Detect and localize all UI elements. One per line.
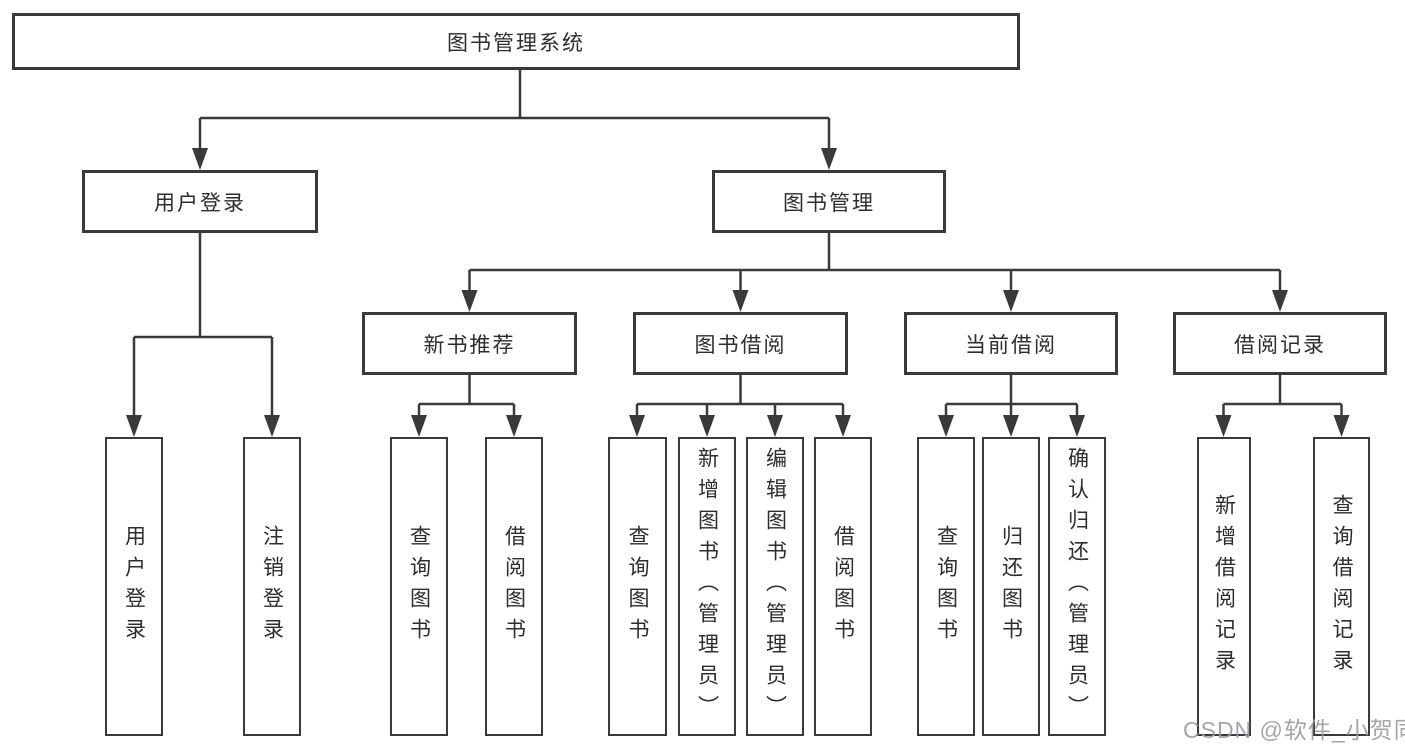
leaf-return-book-label: 归还图书 — [999, 524, 1023, 649]
leaf-query-borrow-record-label: 查询借阅记录 — [1330, 493, 1353, 680]
arrow-down-icon — [1003, 415, 1019, 437]
node-borrow-record: 借阅记录 — [1173, 312, 1387, 375]
leaf-add-borrow-record-label: 新增借阅记录 — [1212, 493, 1236, 680]
node-book-borrow: 图书借阅 — [633, 312, 848, 375]
arrow-down-icon — [767, 415, 783, 437]
node-user-login-label: 用户登录 — [154, 191, 246, 215]
connector-current-to-leaves — [944, 375, 1079, 421]
connector-bookmgmt-to-level3 — [468, 233, 1282, 296]
arrow-down-icon — [126, 415, 142, 437]
arrow-down-icon — [1069, 415, 1085, 437]
arrow-down-icon — [835, 415, 851, 437]
node-current-borrow: 当前借阅 — [904, 312, 1118, 375]
arrow-down-icon — [699, 415, 715, 437]
node-new-book-recommend: 新书推荐 — [362, 312, 577, 375]
connector-newbook-to-leaves — [417, 375, 516, 421]
leaf-query-borrow-record: 查询借阅记录 — [1313, 437, 1370, 736]
node-root: 图书管理系统 — [12, 13, 1020, 70]
leaf-edit-book-admin-label: 编辑图书（管理员） — [763, 447, 787, 726]
node-new-book-recommend-label: 新书推荐 — [423, 333, 516, 357]
leaf-query-book-borrow-label: 查询图书 — [626, 524, 649, 649]
leaf-edit-book-admin: 编辑图书（管理员） — [746, 437, 804, 736]
leaf-query-book-current: 查询图书 — [917, 437, 975, 736]
leaf-logout-label: 注销登录 — [260, 524, 284, 649]
leaf-query-book-current-label: 查询图书 — [934, 524, 958, 649]
node-current-borrow-label: 当前借阅 — [965, 333, 1057, 357]
leaf-logout: 注销登录 — [243, 437, 301, 736]
arrow-down-icon — [629, 415, 645, 437]
leaf-borrow-book-borrow: 借阅图书 — [814, 437, 872, 736]
node-book-management-label: 图书管理 — [783, 191, 875, 215]
node-root-label: 图书管理系统 — [447, 31, 585, 55]
connector-userlogin-to-leaves — [132, 233, 274, 421]
arrow-down-icon — [821, 148, 837, 170]
leaf-borrow-book-newbook: 借阅图书 — [485, 437, 543, 736]
connector-borrow-to-leaves — [635, 375, 845, 421]
arrow-down-icon — [938, 415, 954, 437]
arrow-down-icon — [192, 148, 208, 170]
leaf-add-book-admin: 新增图书（管理员） — [678, 437, 736, 736]
node-book-borrow-label: 图书借阅 — [694, 333, 787, 357]
leaf-user-login: 用户登录 — [105, 437, 163, 736]
connector-record-to-leaves — [1222, 375, 1343, 421]
leaf-add-borrow-record: 新增借阅记录 — [1197, 437, 1251, 736]
leaf-confirm-return-admin: 确认归还（管理员） — [1048, 437, 1106, 736]
arrow-down-icon — [506, 415, 522, 437]
node-user-login: 用户登录 — [82, 170, 318, 233]
arrow-down-icon — [1003, 290, 1019, 312]
arrow-down-icon — [411, 415, 427, 437]
leaf-add-book-admin-label: 新增图书（管理员） — [695, 447, 719, 726]
arrow-down-icon — [1333, 415, 1350, 437]
node-borrow-record-label: 借阅记录 — [1234, 333, 1326, 357]
arrow-down-icon — [1272, 290, 1288, 312]
watermark: CSDN @软件_小贺同学 — [1183, 717, 1405, 743]
leaf-confirm-return-admin-label: 确认归还（管理员） — [1065, 447, 1089, 726]
leaf-borrow-book-newbook-label: 借阅图书 — [502, 524, 526, 649]
arrow-down-icon — [461, 290, 478, 312]
leaf-query-book-newbook: 查询图书 — [390, 437, 448, 736]
leaf-query-book-borrow: 查询图书 — [608, 437, 667, 736]
leaf-return-book: 归还图书 — [982, 437, 1040, 736]
leaf-user-login-label: 用户登录 — [122, 524, 146, 649]
arrow-down-icon — [732, 290, 749, 312]
connector-root-to-level2 — [198, 70, 831, 152]
node-book-management: 图书管理 — [712, 170, 946, 233]
arrow-down-icon — [264, 415, 280, 437]
arrow-down-icon — [1215, 415, 1232, 437]
leaf-borrow-book-borrow-label: 借阅图书 — [831, 524, 855, 649]
leaf-query-book-newbook-label: 查询图书 — [407, 524, 431, 649]
